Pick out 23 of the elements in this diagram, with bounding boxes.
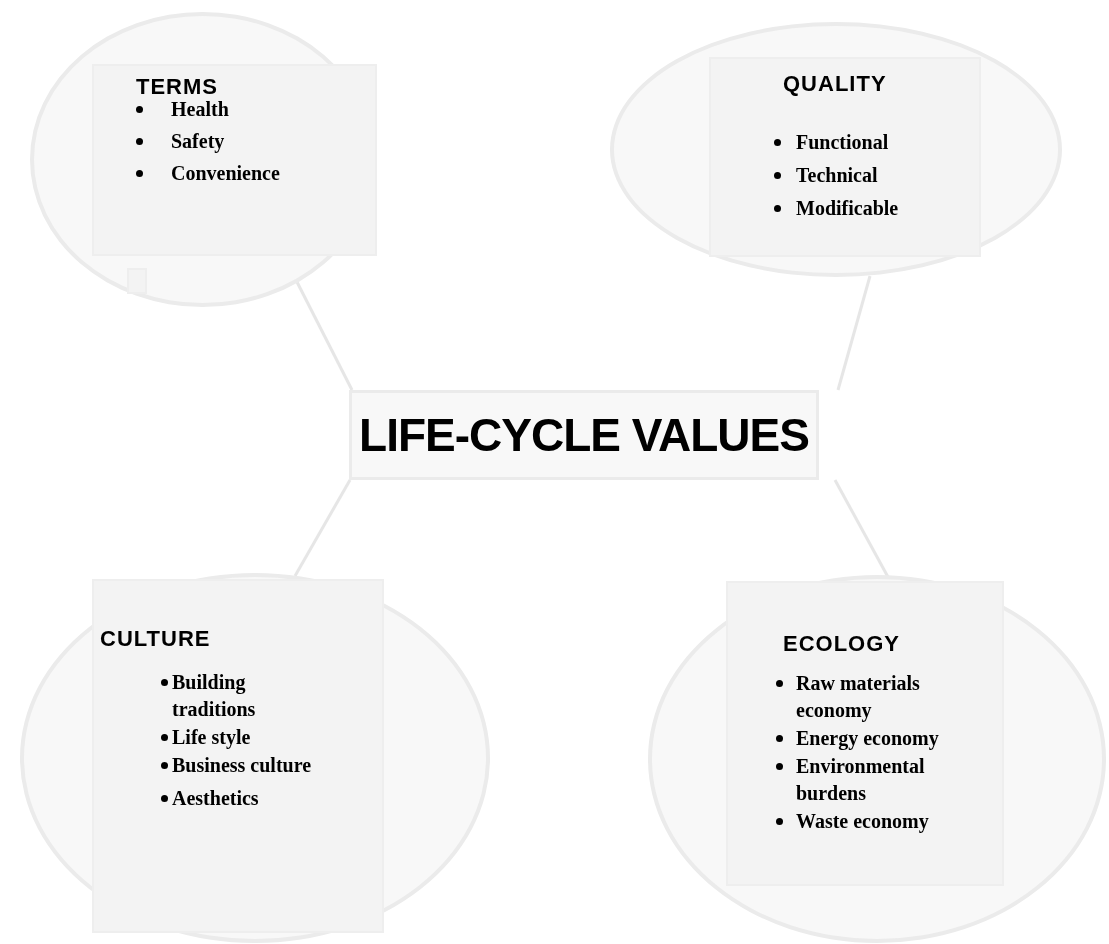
list-item: Aesthetics (172, 786, 259, 811)
title-box (349, 390, 819, 480)
list-item: Life style (172, 725, 251, 751)
connector-line (833, 479, 890, 578)
heading: CULTURE (100, 626, 211, 652)
list-item: Building traditions (172, 670, 257, 722)
list-item: Convenience (171, 161, 280, 186)
heading: TERMS (136, 74, 218, 100)
list-item: Functional (796, 130, 889, 155)
list-item: Health (171, 97, 229, 122)
list-item: Safety (171, 129, 225, 155)
heading: ECOLOGY (783, 631, 900, 657)
list-item: Modificable (796, 196, 899, 221)
title-text: LIFE-CYCLE VALUES (359, 408, 809, 463)
connector-line (295, 281, 354, 391)
list-item: Raw materials economy (796, 671, 921, 724)
heading: QUALITY (783, 71, 887, 97)
list-item: Environmental burdens (796, 754, 926, 806)
list-item: Business culture (172, 753, 312, 778)
connector-line (836, 275, 872, 391)
list-item: Waste economy (796, 809, 929, 835)
list-item: Technical (796, 163, 878, 188)
list-item: Energy economy (796, 726, 939, 752)
